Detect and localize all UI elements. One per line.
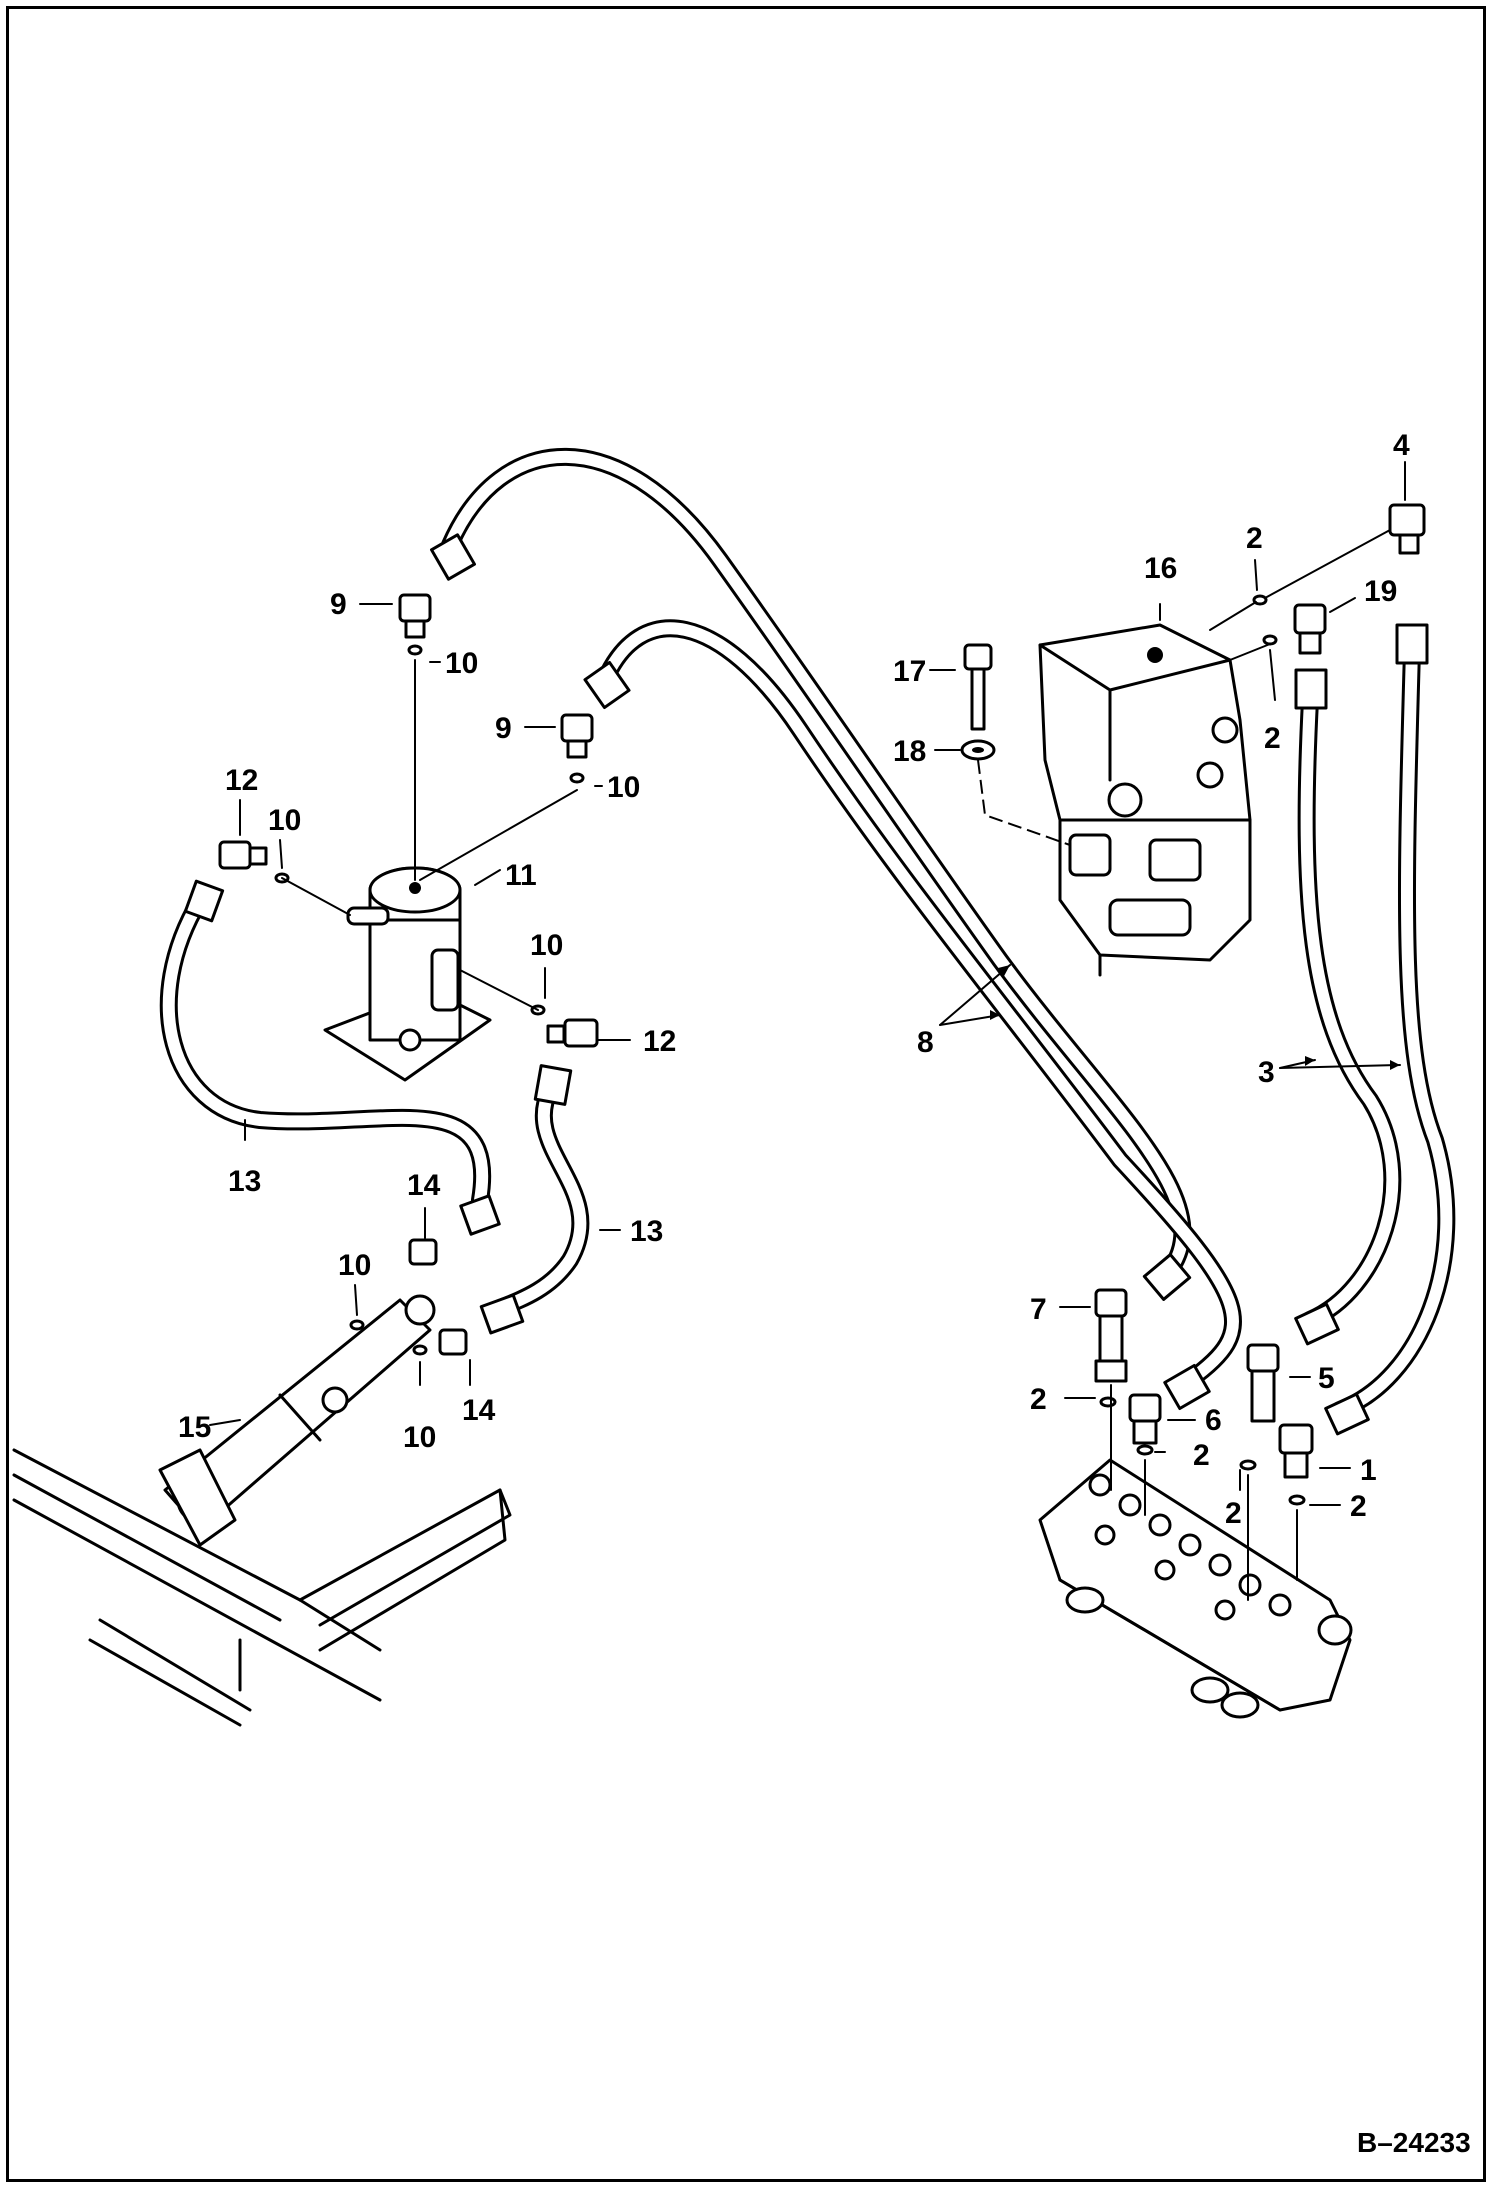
assembly-lines (281, 529, 1391, 1601)
callout-12-left: 12 (225, 764, 258, 797)
fitting-12-right (546, 1018, 599, 1048)
callout-6: 6 (1205, 1404, 1222, 1437)
callout-12-right: 12 (643, 1025, 676, 1058)
fitting-19 (1293, 603, 1327, 655)
callout-15: 15 (178, 1411, 211, 1444)
callout-11: 11 (505, 859, 537, 892)
callout-14-lower: 14 (462, 1394, 496, 1427)
hose-3-left (1297, 691, 1402, 1329)
fitting-1 (1278, 1423, 1314, 1479)
hose-ferrules (183, 533, 1429, 1436)
cylinder-15 (158, 1294, 436, 1547)
callout-10-left: 10 (268, 804, 301, 837)
callout-7: 7 (1030, 1293, 1047, 1326)
callout-17: 17 (893, 655, 926, 688)
callout-2-left: 2 (1030, 1383, 1047, 1416)
callout-13-right: 13 (630, 1215, 663, 1248)
callout-16: 16 (1144, 552, 1177, 585)
washer-18 (960, 739, 996, 761)
hose-8-upper (441, 448, 1192, 1279)
fitting-14-upper (408, 1238, 438, 1266)
drawing-border (6, 6, 1486, 2182)
hose-13-left (159, 891, 491, 1209)
hose-8-lower (596, 619, 1242, 1389)
control-valve-16 (1038, 623, 1252, 977)
bolt-17 (963, 643, 993, 731)
fitting-9-upper (398, 593, 432, 639)
callout-10-upper: 10 (445, 647, 478, 680)
callout-3: 3 (1258, 1056, 1275, 1089)
callout-10-bottom: 10 (403, 1421, 436, 1454)
callout-9-upper: 9 (330, 588, 347, 621)
fitting-6 (1128, 1393, 1162, 1445)
callout-13-left: 13 (228, 1165, 261, 1198)
fitting-7 (1094, 1288, 1128, 1383)
callout-4: 4 (1393, 429, 1410, 462)
callout-1: 1 (1360, 1454, 1377, 1487)
fitting-12-left (218, 840, 268, 870)
callout-19: 19 (1364, 575, 1397, 608)
callout-14-upper: 14 (407, 1169, 441, 1202)
callout-2-top: 2 (1246, 522, 1263, 555)
callout-8: 8 (917, 1026, 934, 1059)
swivel-joint-11 (323, 866, 492, 1082)
callout-9-lower: 9 (495, 712, 512, 745)
fitting-9-lower (560, 713, 594, 759)
fitting-14-lower (438, 1328, 468, 1356)
callout-2-valve: 2 (1264, 722, 1281, 755)
valve-ports (1088, 1473, 1292, 1621)
callout-labels: 9 10 9 10 12 10 11 10 12 13 14 13 10 15 … (178, 429, 1471, 2158)
fitting-5 (1246, 1343, 1280, 1423)
callout-10-cyl: 10 (338, 1249, 371, 1282)
control-valve-bank (1038, 1458, 1353, 1719)
leader-lines (209, 461, 1406, 1506)
drawing-reference-number: B–24233 (1357, 2127, 1471, 2158)
callout-2-lower: 2 (1225, 1497, 1242, 1530)
callout-18: 18 (893, 735, 926, 768)
callout-5: 5 (1318, 1362, 1335, 1395)
callout-2-right: 2 (1350, 1490, 1367, 1523)
arrow-heads (990, 965, 1400, 1070)
callout-2-mid: 2 (1193, 1439, 1210, 1472)
callout-10-mid: 10 (607, 771, 640, 804)
hose-13-right (486, 1081, 590, 1319)
fitting-4 (1388, 503, 1426, 555)
callout-10-right: 10 (530, 929, 563, 962)
boom-frame (12, 1448, 512, 1727)
hose-3-right (1331, 641, 1456, 1419)
